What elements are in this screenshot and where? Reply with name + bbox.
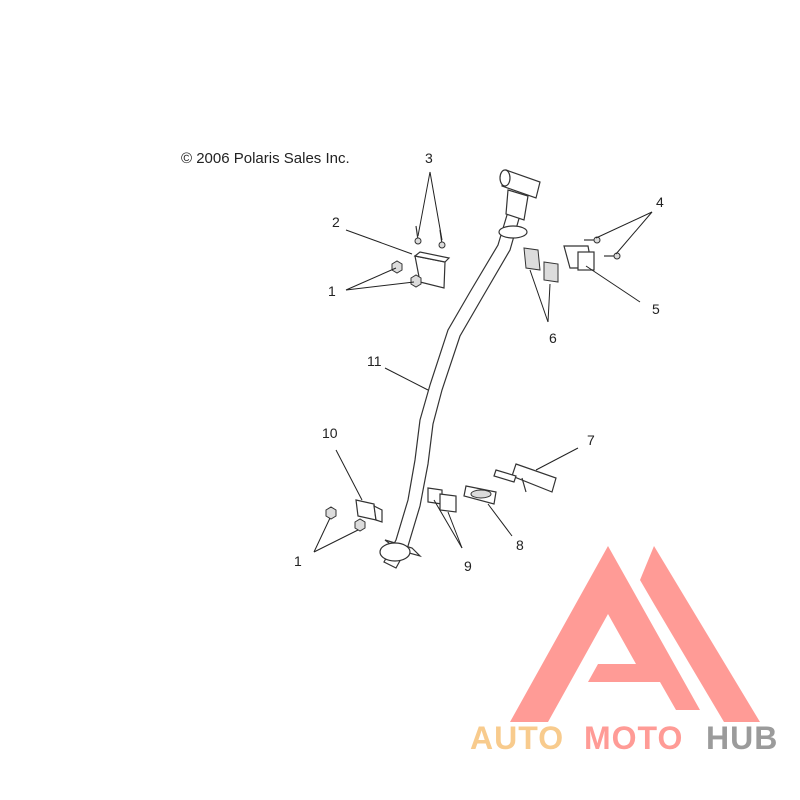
logo-word-hub: HUB [706,720,778,756]
logo-word-auto: AUTO [470,720,564,756]
clamp-part-9 [427,487,457,513]
steering-tube-part [379,169,541,569]
copyright-text: © 2006 Polaris Sales Inc. [181,150,350,167]
callout-7: 7 [587,432,595,448]
bracket-part-5 [563,245,595,271]
clamp-part-6 [523,247,559,283]
callout-1-upper: 1 [328,283,336,299]
callout-4: 4 [656,194,664,210]
callout-10: 10 [322,425,338,441]
callout-9: 9 [464,558,472,574]
callout-6: 6 [549,330,557,346]
nut-part-1-upper [391,260,422,288]
automotohub-logo: AUTO MOTO HUB [470,546,778,756]
callout-2: 2 [332,214,340,230]
clip-part-8 [463,485,497,505]
callout-numbers: 2 1 3 4 5 6 11 7 10 8 9 1 [294,150,664,574]
callout-8: 8 [516,537,524,553]
nut-part-1-lower [325,506,366,532]
leader-lines [313,171,653,553]
bracket-part-2 [413,251,451,289]
callout-1-lower: 1 [294,553,302,569]
bracket-part-10 [355,499,383,523]
callout-3: 3 [425,150,433,166]
bar-part-7 [493,463,557,493]
bolt-part-3 [414,225,446,249]
callout-5: 5 [652,301,660,317]
logo-triangle-mark [510,546,760,722]
logo-word-moto: MOTO [584,720,683,756]
callout-11: 11 [367,353,382,369]
